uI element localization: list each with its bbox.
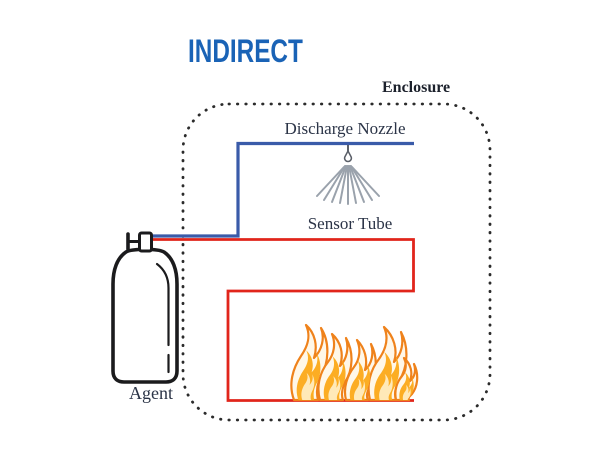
sensor-tube-line <box>150 238 415 402</box>
sensor-tube-label: Sensor Tube <box>307 214 393 233</box>
fire-icon <box>290 323 419 402</box>
enclosure-label: Enclosure <box>382 79 451 96</box>
enclosure-dotted-border <box>181 102 492 422</box>
spray-lines-icon <box>316 165 380 205</box>
agent-label: Agent <box>129 383 173 403</box>
agent-cylinder-icon <box>111 231 179 384</box>
page-title: INDIRECT <box>188 33 303 69</box>
discharge-nozzle-icon <box>343 145 353 163</box>
discharge-tube-line <box>150 141 414 238</box>
discharge-nozzle-label: Discharge Nozzle <box>284 119 406 138</box>
